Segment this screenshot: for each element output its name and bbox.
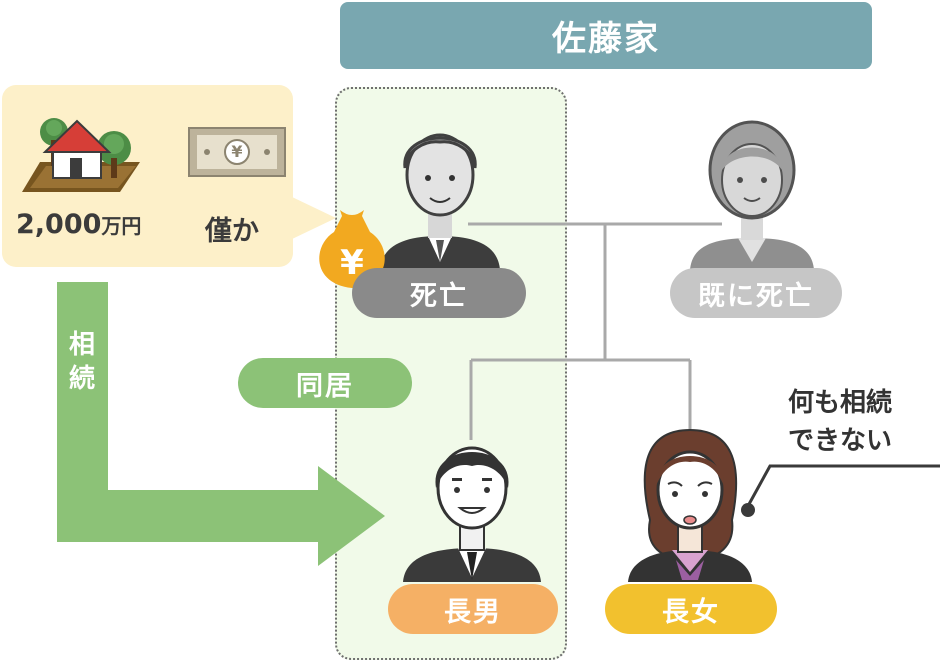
mother-status-pill: 既に死亡 <box>670 268 842 318</box>
daughter-note: 何も相続 できない <box>770 384 910 460</box>
house-with-trees-icon <box>22 118 140 192</box>
inheritance-label-char2: 続 <box>68 364 95 394</box>
family-lines <box>468 222 722 440</box>
daughter-note-line1: 何も相続 <box>787 388 892 418</box>
eldest-son-pill: 長男 <box>388 584 558 634</box>
real-estate-unit: 万円 <box>101 214 142 238</box>
father-status-pill: 死亡 <box>352 268 526 318</box>
inheritance-arrow <box>57 282 385 566</box>
daughter-note-pointer <box>746 464 940 507</box>
eldest-daughter-pill: 長女 <box>605 584 777 634</box>
inheritance-label-char1: 相 <box>68 330 95 360</box>
cohabitation-pill: 同居 <box>238 358 412 408</box>
eldest-son-illustration <box>403 446 541 582</box>
banknote-icon <box>188 127 286 177</box>
cash-value-label: 僅か <box>205 216 259 247</box>
inheritance-label: 相 続 <box>67 328 97 396</box>
family-title: 佐藤家 <box>340 2 872 69</box>
real-estate-value: 2,000 <box>16 209 102 240</box>
asset-box-pointer <box>290 196 336 240</box>
eldest-daughter-illustration <box>628 428 752 582</box>
banknote-coin-symbol: ¥ <box>231 142 243 161</box>
father-illustration <box>380 133 500 270</box>
mother-illustration <box>690 120 814 270</box>
real-estate-value-label: 2,000万円 <box>16 209 141 240</box>
daughter-note-line2: できない <box>787 426 892 456</box>
